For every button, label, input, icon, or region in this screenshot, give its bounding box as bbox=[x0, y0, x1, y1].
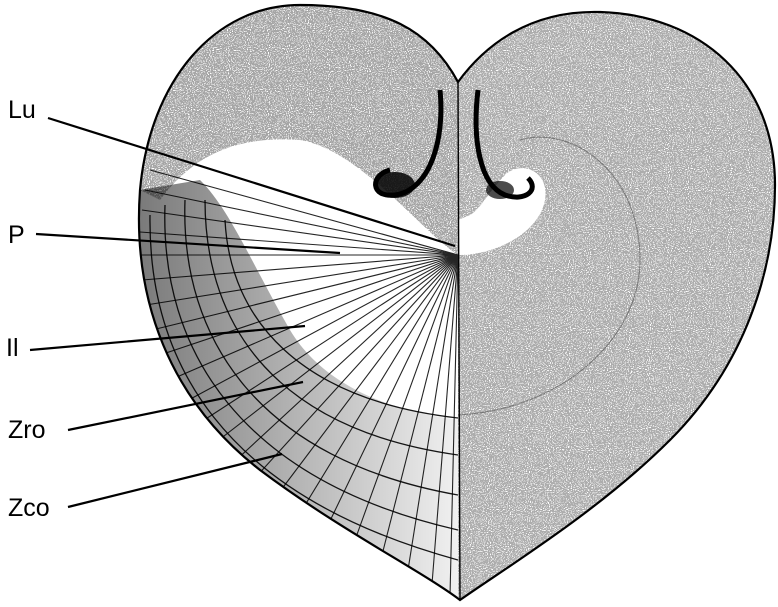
label-zco: Zco bbox=[8, 494, 50, 522]
label-zro: Zro bbox=[8, 416, 46, 444]
label-p: P bbox=[8, 221, 25, 249]
label-il: Il bbox=[6, 334, 19, 362]
leader-zco bbox=[68, 454, 282, 507]
label-lu: Lu bbox=[8, 96, 36, 124]
labels: Lu P Il Zro Zco bbox=[6, 96, 50, 522]
